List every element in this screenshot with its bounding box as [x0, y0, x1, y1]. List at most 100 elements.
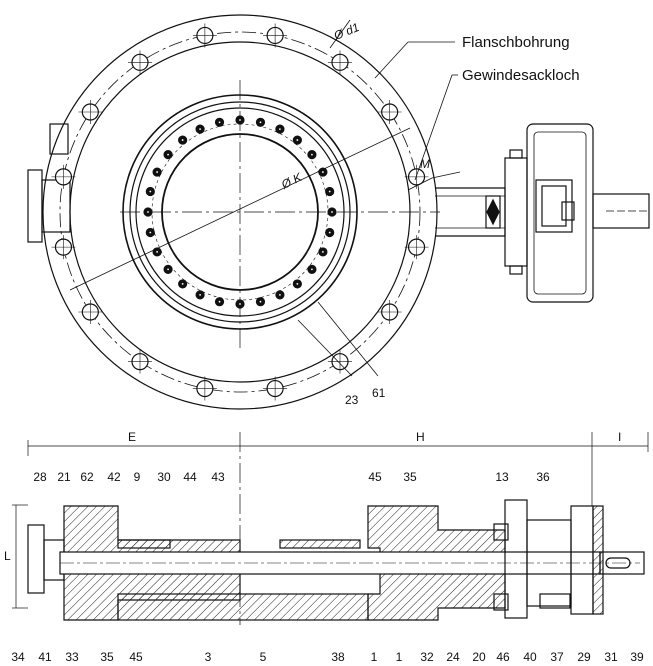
- bolt-hole: [192, 23, 217, 48]
- disc-bottom-hatched: [117, 593, 369, 621]
- bolt-hole: [404, 235, 429, 260]
- dim-l-label: L: [4, 549, 11, 563]
- flange-bolt-bottom: [493, 593, 509, 611]
- dim-h-label: H: [416, 430, 425, 444]
- actuator-flange-top: [509, 149, 523, 159]
- part-label-bottom: 1: [371, 650, 378, 664]
- part-label-top: 43: [211, 470, 225, 484]
- part-label-bottom: 38: [331, 650, 345, 664]
- dim-m-label: M: [420, 157, 430, 171]
- ring-screw: [214, 297, 225, 307]
- part-label-top: 21: [57, 470, 71, 484]
- bolt-hole: [127, 50, 152, 75]
- left-end-cap: [27, 524, 45, 594]
- actuator-housing-inner: [533, 131, 587, 295]
- output-shaft-section: [599, 551, 645, 575]
- ring-screw: [275, 290, 285, 300]
- part-label-top: 13: [495, 470, 509, 484]
- ring-screw: [255, 117, 266, 127]
- left-stub-plate: [27, 169, 43, 243]
- bolt-hole: [127, 349, 152, 374]
- ring-screw: [152, 167, 162, 177]
- callout-tapped-blind-hole: Gewindesackloch: [462, 67, 580, 84]
- bolt-hole: [263, 23, 288, 48]
- actuator-flange-bottom: [509, 265, 523, 275]
- neck-bracket: [485, 195, 501, 229]
- left-stub-body: [41, 179, 71, 233]
- leader-61: [317, 301, 379, 377]
- part-label-bottom: 5: [260, 650, 267, 664]
- ring-screw: [307, 264, 317, 274]
- part-label-bottom: 35: [100, 650, 114, 664]
- bolt-hole: [328, 50, 353, 75]
- left-lug: [49, 123, 69, 155]
- part-label-top: 42: [107, 470, 121, 484]
- bolt-hole: [377, 99, 402, 124]
- flow-arrow-icon: [486, 198, 500, 226]
- ring-screw: [325, 227, 335, 238]
- bolt-hole: [78, 99, 103, 124]
- ring-screw: [318, 247, 328, 257]
- ring-screw: [145, 186, 155, 197]
- ring-screw: [255, 297, 266, 307]
- dim-m-leader: [407, 177, 433, 191]
- ring-screw: [163, 150, 173, 160]
- shaft-key: [605, 557, 631, 569]
- dim-e-label: E: [128, 430, 136, 444]
- ring-screw: [275, 124, 285, 134]
- part-label-bottom: 33: [65, 650, 79, 664]
- part-label-bottom: 31: [604, 650, 618, 664]
- part-label-top: 62: [80, 470, 94, 484]
- actuator-nut: [561, 201, 575, 221]
- ring-screw: [325, 186, 335, 197]
- section-view: [12, 432, 649, 625]
- disc-top-left: [117, 539, 171, 549]
- part-label-bottom: 37: [550, 650, 564, 664]
- bolt-hole: [51, 164, 76, 189]
- part-label-top: 28: [33, 470, 47, 484]
- part-label-bottom: 24: [446, 650, 460, 664]
- part-label-top: 30: [157, 470, 171, 484]
- ring-screw: [292, 279, 302, 289]
- bolt-hole: [192, 376, 217, 401]
- flange-bolt-holes: [51, 23, 429, 401]
- leader-23: [297, 319, 353, 377]
- dim-k-line: [69, 127, 411, 291]
- ring-screw: [195, 124, 205, 134]
- ring-screw: [292, 135, 302, 145]
- ring-screw: [178, 279, 188, 289]
- part-label-bottom: 1: [396, 650, 403, 664]
- actuator-flange: [504, 157, 528, 267]
- output-shaft: [592, 193, 650, 229]
- part-label-bottom: 20: [472, 650, 486, 664]
- part-label-top: 9: [134, 470, 141, 484]
- bolt-hole: [78, 300, 103, 325]
- part-label-61: 61: [372, 386, 386, 400]
- hub-bolt-bottom: [539, 593, 571, 609]
- actuator-hub-inner: [541, 185, 567, 227]
- dim-d1-label: Ø d1: [331, 20, 361, 43]
- disc-top-right: [279, 539, 361, 549]
- bolt-hole: [404, 164, 429, 189]
- part-label-23: 23: [345, 393, 359, 407]
- ring-screws: [143, 115, 337, 309]
- dim-i-label: I: [618, 430, 621, 444]
- part-label-top: 45: [368, 470, 382, 484]
- ring-screw: [327, 207, 337, 217]
- ring-screw: [178, 135, 188, 145]
- bolt-hole: [377, 300, 402, 325]
- part-label-top: 44: [183, 470, 197, 484]
- part-label-bottom: 45: [129, 650, 143, 664]
- flange-bore-leader: [374, 41, 409, 79]
- actuator-housing: [526, 123, 594, 303]
- ring-screw: [307, 150, 317, 160]
- part-label-bottom: 41: [38, 650, 52, 664]
- ring-screw: [163, 264, 173, 274]
- flange-bolt-top: [493, 523, 509, 541]
- ring-screw: [235, 299, 245, 309]
- part-label-bottom: 46: [496, 650, 510, 664]
- bolt-hole: [263, 376, 288, 401]
